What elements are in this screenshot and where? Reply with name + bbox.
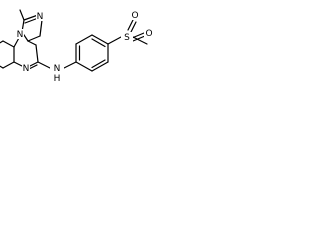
atom-n-pyrazine: N <box>23 64 30 74</box>
bond-ph-2 <box>75 34 93 45</box>
atom-oxygen-top: O <box>131 11 138 21</box>
bond-benzo-1 <box>2 40 15 48</box>
bond-s-o-bottom-b <box>132 35 146 42</box>
bonds <box>0 9 148 72</box>
bond-ph-5 <box>91 61 109 72</box>
bond-benzo-5 <box>2 61 15 69</box>
bond-imid-c1-n1-double <box>24 17 38 24</box>
atom-oxygen-bottom: O <box>145 29 152 39</box>
bond-ph-s <box>107 36 122 45</box>
atom-bg-npyr <box>22 63 30 73</box>
atom-n-amine: N <box>54 64 61 74</box>
atom-bg-n1 <box>36 11 44 21</box>
atom-bg-o-top <box>130 10 140 20</box>
atom-bg-s <box>121 32 133 42</box>
atom-n1-imidazole: N <box>37 12 44 22</box>
atom-bg-o-bottom <box>144 28 154 38</box>
atom-bg-nh <box>50 63 64 73</box>
bond-pyr-n-c4-double <box>28 64 38 70</box>
bond-imid-c2-c3 <box>27 35 41 42</box>
atom-labels: N N N N H S O O <box>16 10 154 84</box>
atom-h-amine: H <box>54 74 61 84</box>
bond-s-o-top-b <box>130 21 137 33</box>
bond-ph-3-double <box>91 38 106 48</box>
bond-pyr-c-n <box>13 61 23 67</box>
bond-s-methyl <box>132 36 148 45</box>
bond-ph-5-double <box>91 59 106 69</box>
bond-nh-phenyl <box>63 61 77 69</box>
bond-c4-nh <box>37 61 51 69</box>
atom-n2-imidazole: N <box>17 30 24 40</box>
bond-pyr-c3-c-imid <box>27 40 37 46</box>
atom-bg-n2 <box>16 29 24 39</box>
bond-methyl-imid <box>19 9 25 21</box>
bond-imid-n1-c2 <box>39 19 43 37</box>
bond-benzo-4 <box>0 65 4 69</box>
bond-imid-c1-n1 <box>23 14 39 21</box>
molecule-structure-diagram: N N N N H S O O <box>0 9 154 84</box>
bond-ph-6 <box>75 61 93 72</box>
bond-ph-3 <box>91 34 109 45</box>
bond-pyr-n-c4 <box>29 61 39 67</box>
bond-s-o-bottom-a <box>131 32 145 39</box>
bond-s-o-top-a <box>127 19 134 31</box>
bond-benzo-2 <box>0 40 4 44</box>
bond-pyr-c4-c3 <box>35 44 39 63</box>
atom-sulfur: S <box>124 33 130 43</box>
